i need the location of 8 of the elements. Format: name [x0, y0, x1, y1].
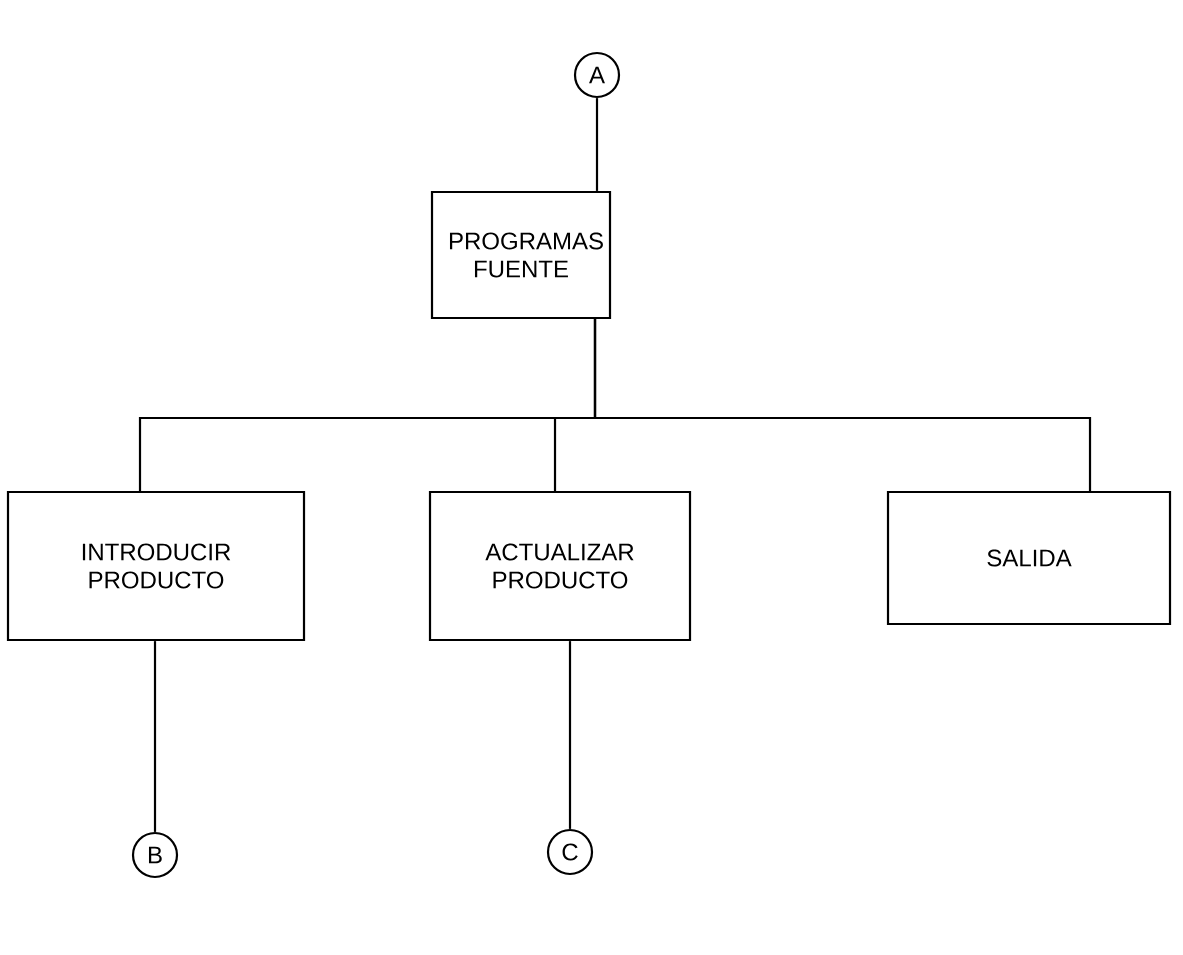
- process-box: INTRODUCIR PRODUCTO: [6, 490, 306, 642]
- connector-line: [153, 641, 157, 832]
- connector-line: [568, 641, 572, 829]
- process-box: SALIDA: [886, 490, 1172, 626]
- process-box: PROGRAMAS FUENTE: [430, 190, 612, 320]
- process-box: ACTUALIZAR PRODUCTO: [428, 490, 692, 642]
- connector-line: [593, 319, 1092, 491]
- connector-line: [595, 98, 599, 191]
